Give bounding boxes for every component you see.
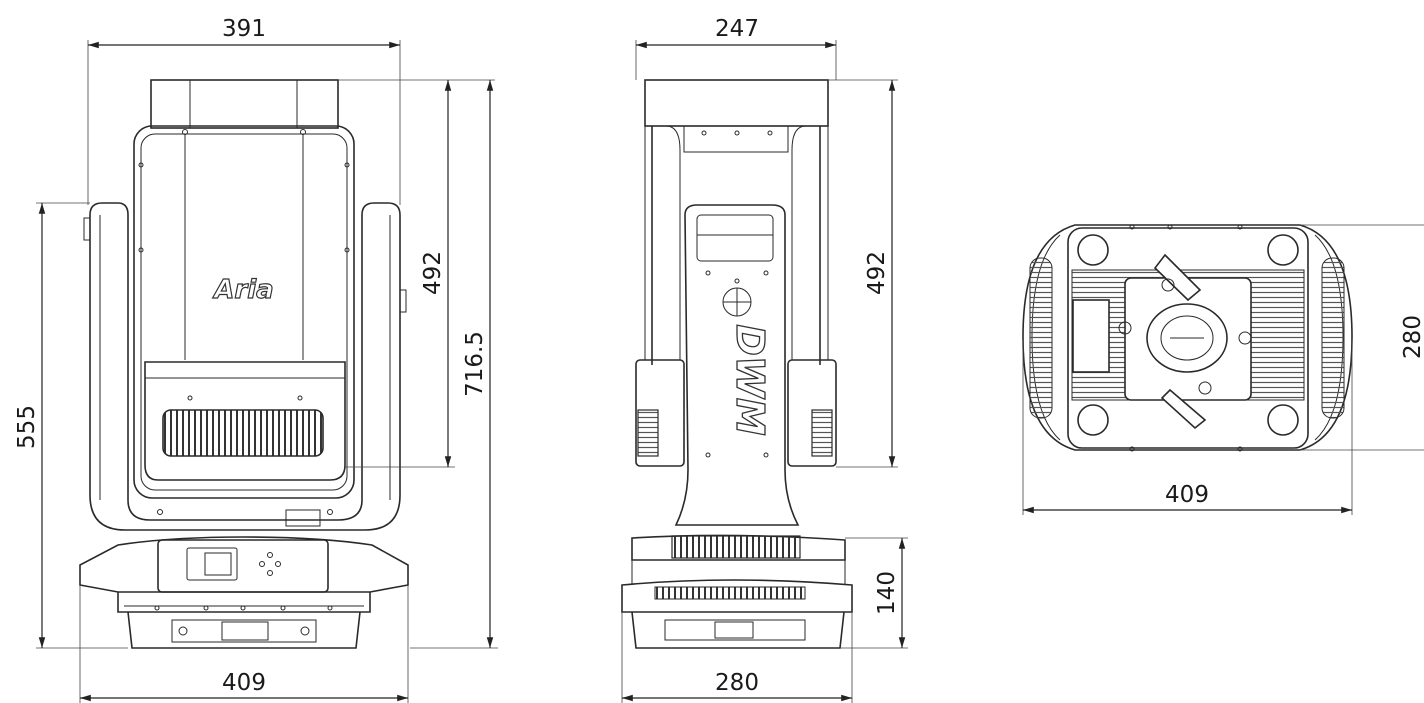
side-base-height-label: 140 bbox=[874, 571, 900, 615]
front-dimensions bbox=[36, 40, 498, 703]
side-base-width-label: 280 bbox=[715, 670, 759, 696]
side-inner-height-label: 492 bbox=[864, 251, 890, 295]
front-view bbox=[79, 79, 409, 649]
front-inner-height-label: 492 bbox=[420, 251, 446, 295]
top-dimensions bbox=[1022, 224, 1424, 515]
side-dimensions bbox=[621, 40, 908, 703]
front-side-height-label: 555 bbox=[14, 405, 40, 449]
top-width-label: 409 bbox=[1165, 482, 1209, 508]
front-logo: Aria bbox=[212, 275, 273, 305]
side-view bbox=[621, 79, 853, 649]
top-view bbox=[1022, 224, 1353, 452]
front-total-height-label: 716.5 bbox=[462, 331, 488, 397]
side-logo: DWM bbox=[728, 324, 772, 435]
front-top-width-label: 391 bbox=[222, 16, 266, 42]
top-depth-label: 280 bbox=[1400, 315, 1424, 359]
front-base-width-label: 409 bbox=[222, 670, 266, 696]
front-vent-grille bbox=[162, 409, 324, 457]
side-top-width-label: 247 bbox=[715, 16, 759, 42]
